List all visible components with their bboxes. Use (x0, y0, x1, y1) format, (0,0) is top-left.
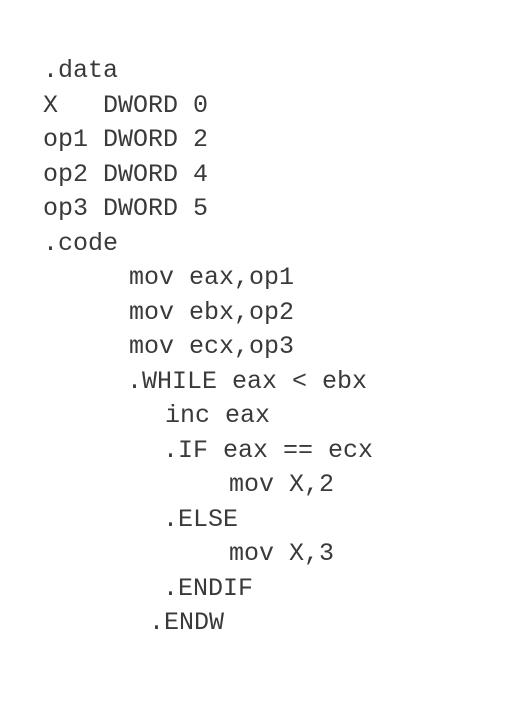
code-line-endw: .ENDW (149, 608, 225, 637)
code-line-op1-declaration: op1 DWORD 2 (43, 125, 209, 154)
code-line-if: .IF eax == ecx (163, 435, 374, 465)
assembly-code-listing: .data X DWORD 0 op1 DWORD 2 op2 DWORD 4 … (43, 54, 373, 641)
code-line-mov-ecx: mov ecx,op3 (129, 332, 295, 361)
code-line-code-directive: .code (43, 228, 119, 258)
code-line-endif: .ENDIF (163, 573, 254, 603)
code-line-else: .ELSE (163, 504, 239, 534)
code-line-while: .WHILE eax < ebx (127, 366, 368, 396)
code-line-x-declaration: X DWORD 0 (43, 90, 209, 120)
code-line-op3-declaration: op3 DWORD 5 (43, 194, 209, 223)
code-line-mov-x-2: mov X,2 (229, 470, 335, 499)
code-line-inc-eax: inc eax (165, 401, 271, 430)
code-line-data-directive: .data (43, 56, 119, 85)
code-line-mov-x-3: mov X,3 (229, 539, 335, 568)
code-line-mov-eax: mov eax,op1 (129, 263, 295, 292)
code-line-op2-declaration: op2 DWORD 4 (43, 159, 209, 189)
code-line-mov-ebx: mov ebx,op2 (129, 297, 295, 327)
